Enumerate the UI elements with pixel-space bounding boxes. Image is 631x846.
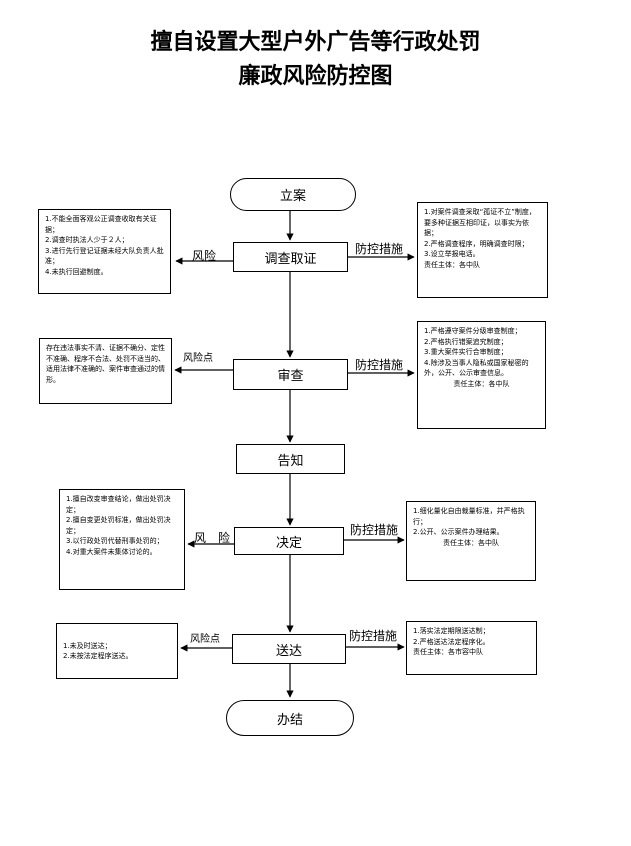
measure-label-deliver: 防控措施	[349, 629, 398, 643]
risk-label-review: 风险点	[183, 353, 213, 364]
measure-item: 责任主体：各市容中队	[413, 648, 483, 656]
measure-item: 2.严格执行错案追究制度；	[424, 337, 508, 346]
measure-item: 责任主体：各中队	[443, 538, 499, 547]
risk-box-decide: 1.擅自改变审查结论，做出处罚决定； 2.擅自变更处罚标准，做出处罚决定； 3.…	[59, 489, 185, 590]
measure-item: 1.落实法定期限送达制；	[413, 627, 490, 635]
measure-item: 3.设立举报电话。	[424, 250, 480, 258]
measure-item: 4.除涉及当事人隐私或国家秘密的外，公开、公示审查信息。	[424, 358, 529, 378]
risk-item: 4.对重大案件未集体讨论的。	[66, 547, 157, 556]
measure-item: 2.严格调查程序，明确调查时限；	[424, 239, 529, 248]
risk-label-deliver: 风险点	[190, 634, 220, 645]
risk-item: 存在违法事实不清、证据不确分、定性不准确、程序不合法、处罚不适当的、适用法律不准…	[46, 344, 165, 384]
measure-box-investigate: 1.对案件调查采取“孤证不立”制度，要多种证据互相印证，以事实为依据； 2.严格…	[417, 202, 548, 298]
risk-label-investigate: 风险	[192, 249, 217, 263]
measure-item: 1.严格遵守案件分级审查制度；	[424, 327, 522, 335]
start-terminal: 立案	[230, 178, 356, 211]
measure-box-review: 1.严格遵守案件分级审查制度； 2.严格执行错案追究制度； 3.重大案件实行合审…	[417, 321, 546, 429]
risk-box-review: 存在违法事实不清、证据不确分、定性不准确、程序不合法、处罚不适当的、适用法律不准…	[39, 338, 172, 404]
step-decide: 决定	[234, 527, 344, 555]
risk-box-deliver: 1.未及时送达； 2.未按法定程序送达。	[56, 623, 178, 679]
risk-item: 2.未按法定程序送达。	[63, 652, 133, 660]
step-review: 审查	[233, 359, 348, 390]
measure-label-review: 防控措施	[355, 358, 404, 372]
step-notify: 告知	[236, 444, 345, 474]
risk-item: 1.擅自改变审查结论，做出处罚决定；	[66, 495, 171, 514]
measure-item: 1.对案件调查采取“孤证不立”制度，要多种证据互相印证，以事实为依据；	[424, 208, 536, 237]
diagram-title-line2: 廉政风险防控图	[238, 64, 393, 89]
measure-label-decide: 防控措施	[350, 523, 399, 537]
risk-item: 1.不能全面客观公正调查收取有关证据；	[45, 215, 157, 234]
measure-item: 责任主体：各中队	[453, 379, 510, 388]
diagram-title-line1: 擅自设置大型户外广告等行政处罚	[150, 30, 481, 55]
risk-item: 3.进行先行登记证据未经大队负责人批准；	[45, 246, 164, 266]
measure-box-decide: 1.细化量化自由裁量标准，并严格执行； 2.公开、公示案件办理结果。 责任主体：…	[406, 501, 536, 581]
risk-item: 1.未及时送达；	[63, 641, 112, 650]
risk-item: 2.调查时执法人少于２人；	[45, 236, 129, 244]
risk-label-decide: 风 险	[194, 531, 231, 545]
risk-item: 4.未执行回避制度。	[45, 267, 108, 276]
measure-item: 2.公开、公示案件办理结果。	[413, 528, 504, 536]
measure-item: 1.细化量化自由裁量标准，并严格执行；	[413, 507, 525, 526]
step-deliver: 送达	[232, 634, 346, 664]
step-investigate: 调查取证	[233, 242, 348, 272]
measure-box-deliver: 1.落实法定期限送达制； 2.严格送达法定程序化。 责任主体：各市容中队	[406, 621, 537, 675]
risk-box-investigate: 1.不能全面客观公正调查收取有关证据； 2.调查时执法人少于２人； 3.进行先行…	[38, 209, 171, 294]
measure-item: 3.重大案件实行合审制度；	[424, 348, 508, 356]
risk-item: 3.以行政处罚代替刑事处罚的；	[66, 537, 164, 545]
risk-item: 2.擅自变更处罚标准，做出处罚决定；	[66, 516, 171, 535]
measure-item: 2.严格送达法定程序化。	[413, 637, 490, 646]
end-terminal: 办结	[226, 700, 354, 736]
measure-label-investigate: 防控措施	[355, 242, 404, 256]
measure-item: 责任主体：各中队	[424, 260, 480, 269]
